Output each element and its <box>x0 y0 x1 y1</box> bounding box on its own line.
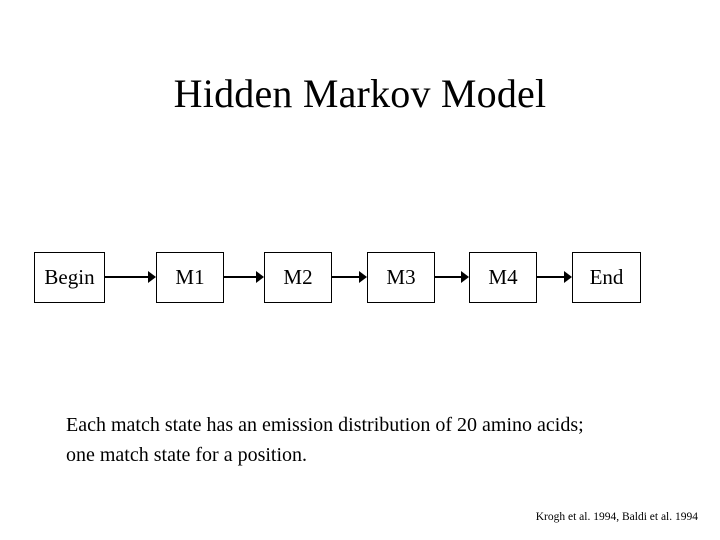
body-text-line-2: one match state for a position. <box>66 444 308 466</box>
arrow-head-icon <box>564 271 572 283</box>
arrow-head-icon <box>461 271 469 283</box>
state-node-m2-label: M2 <box>283 265 313 289</box>
state-node-m4-label: M4 <box>488 265 518 289</box>
state-node-end[interactable]: End <box>572 252 641 303</box>
arrow-shaft <box>332 276 361 278</box>
body-text: Each match state has an emission distrib… <box>66 410 696 470</box>
arrow-head-icon <box>359 271 367 283</box>
state-node-m1[interactable]: M1 <box>156 252 224 303</box>
arrow-shaft <box>224 276 258 278</box>
state-node-begin-label: Begin <box>44 265 95 289</box>
transition-arrow-begin-to-m1 <box>105 252 156 303</box>
hmm-state-chain-diagram: Begin M1 M2 M3 <box>34 252 641 303</box>
state-node-m4[interactable]: M4 <box>469 252 537 303</box>
citation-text: Krogh et al. 1994, Baldi et al. 1994 <box>535 511 698 523</box>
transition-arrow-m1-to-m2 <box>224 252 264 303</box>
arrow-shaft <box>537 276 566 278</box>
transition-arrow-m4-to-end <box>537 252 572 303</box>
arrow-shaft <box>105 276 150 278</box>
state-node-m2[interactable]: M2 <box>264 252 332 303</box>
state-node-m3[interactable]: M3 <box>367 252 435 303</box>
body-text-line-1: Each match state has an emission distrib… <box>66 414 584 436</box>
arrow-head-icon <box>256 271 264 283</box>
state-node-end-label: End <box>589 265 624 289</box>
arrow-shaft <box>435 276 463 278</box>
state-node-m1-label: M1 <box>175 265 205 289</box>
transition-arrow-m3-to-m4 <box>435 252 469 303</box>
state-chain: Begin M1 M2 M3 <box>34 252 641 303</box>
arrow-head-icon <box>148 271 156 283</box>
state-node-begin[interactable]: Begin <box>34 252 105 303</box>
page-title: Hidden Markov Model <box>173 71 547 116</box>
state-node-m3-label: M3 <box>386 265 416 289</box>
transition-arrow-m2-to-m3 <box>332 252 367 303</box>
